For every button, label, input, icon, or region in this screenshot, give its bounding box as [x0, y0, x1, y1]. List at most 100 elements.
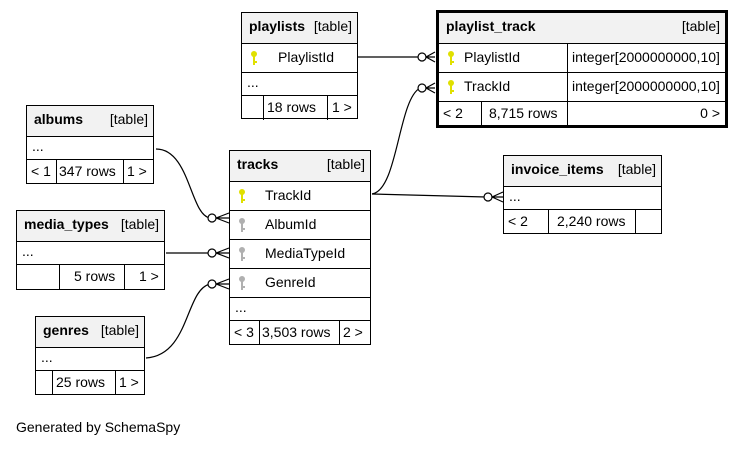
crows-foot — [215, 212, 230, 224]
table-name: media_types — [24, 216, 109, 232]
edge-end-circle — [207, 213, 217, 223]
edge-end-circle — [417, 83, 427, 93]
more-columns: ... — [27, 137, 153, 160]
column-row[interactable]: TrackId — [230, 182, 370, 211]
crows-foot — [215, 278, 230, 290]
table-footer: 25 rows 1 > — [36, 371, 144, 395]
column-type: integer[2000000000,10] — [572, 49, 720, 65]
table-name: tracks — [237, 156, 279, 172]
column-row[interactable]: PlaylistId — [242, 44, 357, 73]
more-columns: ... — [242, 73, 357, 96]
column-row[interactable]: AlbumId — [230, 211, 370, 240]
children-count: 0 > — [700, 105, 720, 121]
primary-key-icon — [251, 51, 257, 65]
table-footer: 18 rows 1 > — [242, 96, 357, 120]
row-count: 5 rows — [74, 268, 116, 284]
table-type-tag: [table] — [100, 322, 139, 338]
table-header: albums [table] — [27, 106, 153, 137]
children-count: 2 > — [343, 324, 363, 340]
more-columns: ... — [504, 187, 661, 210]
column-name: AlbumId — [265, 216, 317, 232]
column-type: integer[2000000000,10] — [572, 78, 720, 94]
parents-count: < 3 — [234, 324, 254, 340]
children-count: 1 > — [139, 268, 159, 284]
row-count: 3,503 rows — [262, 324, 331, 340]
table-footer: 5 rows 1 > — [17, 265, 164, 289]
table-invoice-items[interactable]: invoice_items [table] ... < 2 2,240 rows — [503, 155, 662, 234]
table-header: media_types [table] — [17, 211, 164, 242]
table-header: genres [table] — [36, 317, 144, 348]
children-count: 1 > — [332, 99, 352, 115]
table-footer: < 1 347 rows 1 > — [27, 160, 153, 184]
table-name: playlist_track — [446, 18, 536, 34]
table-media-types[interactable]: media_types [table] ... 5 rows 1 > — [16, 210, 165, 290]
parents-count: < 1 — [31, 163, 51, 179]
table-albums[interactable]: albums [table] ... < 1 347 rows 1 > — [26, 105, 154, 184]
row-count: 18 rows — [267, 99, 317, 115]
edge-genres-tracks — [145, 283, 211, 359]
table-type-tag: [table] — [326, 156, 365, 172]
table-name: albums — [34, 111, 84, 127]
more-columns: ... — [230, 298, 370, 321]
column-name: TrackId — [265, 187, 312, 203]
table-name: invoice_items — [511, 161, 604, 177]
table-name: playlists — [249, 18, 306, 34]
edge-end-circle — [207, 248, 217, 258]
more-columns: ... — [17, 242, 164, 265]
column-name: MediaTypeId — [265, 245, 346, 261]
table-genres[interactable]: genres [table] ... 25 rows 1 > — [35, 316, 145, 395]
table-footer: < 2 2,240 rows — [504, 210, 661, 234]
primary-key-icon — [448, 51, 454, 65]
edge-end-circle — [207, 279, 217, 289]
generated-by-credit: Generated by SchemaSpy — [16, 419, 181, 435]
column-name: TrackId — [464, 78, 511, 94]
children-count: 1 > — [127, 163, 147, 179]
children-count: 1 > — [119, 374, 139, 390]
primary-key-icon — [448, 80, 454, 94]
column-row[interactable]: MediaTypeId — [230, 240, 370, 269]
edge-tracks-playlist-track — [371, 87, 421, 195]
table-name: genres — [43, 322, 89, 338]
table-type-tag: [table] — [313, 18, 352, 34]
table-footer: < 3 3,503 rows 2 > — [230, 321, 370, 345]
row-count: 2,240 rows — [557, 213, 626, 229]
foreign-key-icon — [239, 247, 245, 261]
column-name: PlaylistId — [278, 49, 335, 65]
column-row[interactable]: PlaylistId integer[2000000000,10] — [439, 44, 725, 73]
table-type-tag: [table] — [109, 111, 148, 127]
table-type-tag: [table] — [617, 161, 656, 177]
edge-end-circle — [417, 52, 427, 62]
table-header: playlists [table] — [242, 13, 357, 44]
parents-count: < 2 — [508, 213, 528, 229]
edge-tracks-invoice-items — [371, 193, 487, 198]
table-header: tracks [table] — [230, 151, 370, 182]
table-footer: < 2 8,715 rows 0 > — [439, 102, 725, 126]
column-name: GenreId — [265, 274, 316, 290]
table-tracks[interactable]: tracks [table] TrackId AlbumId MediaType… — [229, 150, 371, 345]
more-columns: ... — [36, 348, 144, 371]
crows-foot — [491, 191, 504, 203]
column-row[interactable]: GenreId — [230, 269, 370, 298]
crows-foot — [425, 82, 436, 94]
edge-albums-tracks — [155, 148, 211, 219]
parents-count: < 2 — [443, 105, 463, 121]
column-name: PlaylistId — [464, 49, 521, 65]
foreign-key-icon — [239, 276, 245, 290]
row-count: 347 rows — [59, 163, 116, 179]
column-row[interactable]: TrackId integer[2000000000,10] — [439, 73, 725, 102]
table-header: playlist_track [table] — [439, 13, 725, 44]
row-count: 8,715 rows — [489, 105, 558, 121]
edge-end-circle — [483, 192, 493, 202]
table-header: invoice_items [table] — [504, 156, 661, 187]
foreign-key-icon — [239, 218, 245, 232]
primary-key-icon — [239, 189, 245, 203]
row-count: 25 rows — [56, 374, 106, 390]
table-playlists[interactable]: playlists [table] PlaylistId ... 18 rows… — [241, 12, 358, 120]
table-type-tag: [table] — [120, 216, 159, 232]
crows-foot — [425, 51, 436, 63]
crows-foot — [215, 247, 230, 259]
table-playlist-track[interactable]: playlist_track [table] PlaylistId intege… — [436, 10, 728, 128]
table-type-tag: [table] — [681, 18, 720, 34]
